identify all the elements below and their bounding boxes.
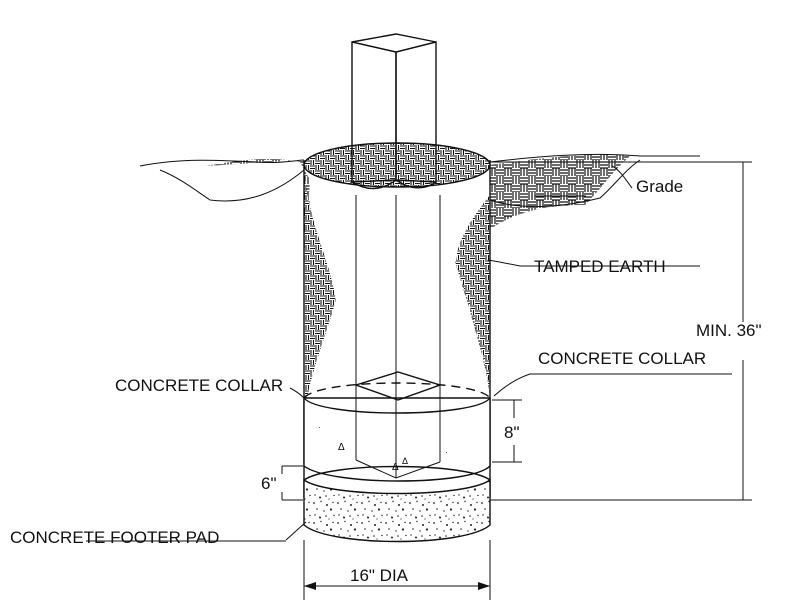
diameter-dimension (303, 540, 491, 600)
label-grade: Grade (636, 177, 683, 196)
wood-post: Δ Δ (351, 33, 443, 479)
leader-lines (86, 165, 732, 542)
collar-depth-dimension (492, 399, 522, 463)
concrete-collar: Δ · · (303, 382, 491, 482)
ground-earth (139, 153, 700, 398)
label-pad-thickness: 6" (261, 474, 277, 493)
svg-text:Δ: Δ (392, 462, 399, 473)
label-tamped-earth: TAMPED EARTH (534, 257, 666, 276)
label-footer-pad: CONCRETE FOOTER PAD (10, 528, 219, 547)
svg-text:·: · (318, 423, 321, 432)
concrete-footer-pad (303, 465, 491, 543)
label-diameter: 16" DIA (350, 566, 409, 585)
label-collar-right: CONCRETE COLLAR (538, 349, 706, 368)
svg-text:·: · (445, 448, 448, 457)
svg-text:Δ: Δ (338, 442, 345, 453)
label-collar-depth: 8" (504, 423, 520, 442)
svg-text:Δ: Δ (402, 456, 408, 466)
depth-dimension (490, 161, 752, 501)
label-min-depth: MIN. 36" (696, 321, 762, 340)
pad-thickness-dimension (281, 465, 303, 501)
label-collar-left: CONCRETE COLLAR (115, 376, 283, 395)
